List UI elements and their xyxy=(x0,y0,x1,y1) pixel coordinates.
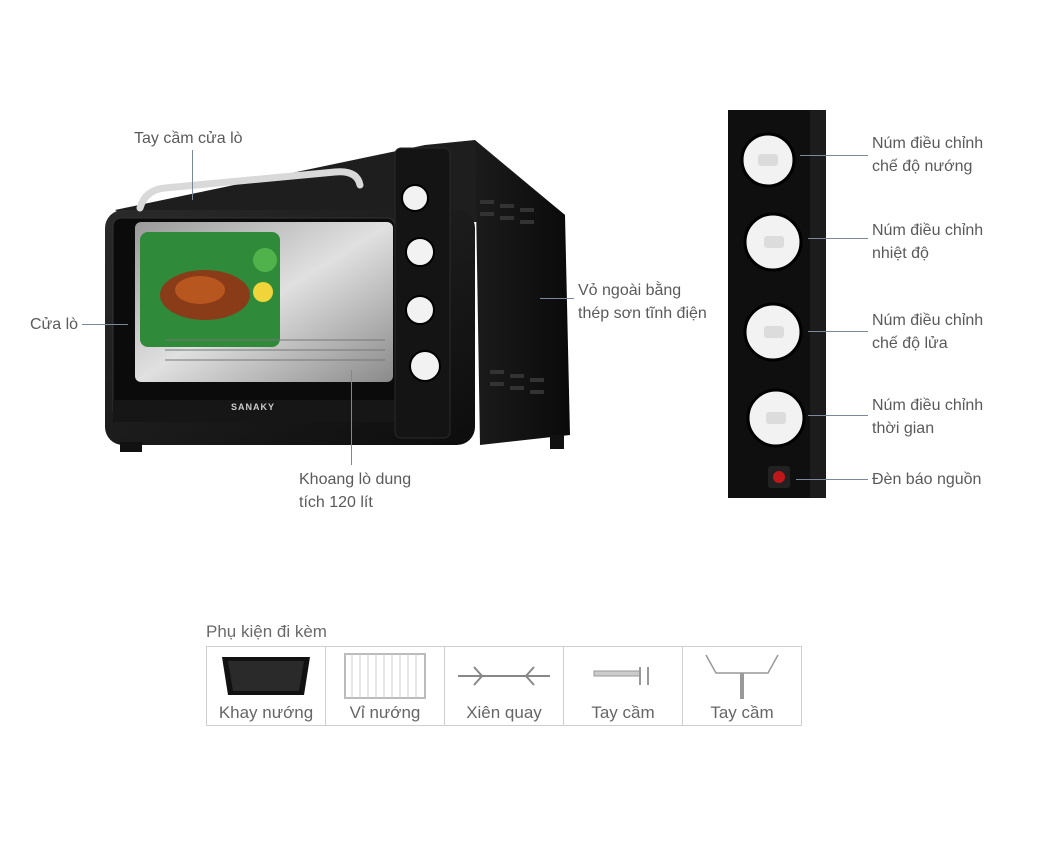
leader-line-knob-heat xyxy=(808,331,868,332)
baking-tray-icon xyxy=(222,657,310,695)
leader-line-door xyxy=(82,324,128,325)
label-door-handle: Tay cầm cửa lò xyxy=(134,130,243,147)
label-knob-heat-line1: Núm điều chỉnh xyxy=(872,312,984,329)
leader-line-cavity xyxy=(351,370,352,465)
wire-rack-icon xyxy=(344,653,426,699)
label-knob-heat-line2: chế độ lửa xyxy=(872,335,948,352)
label-knob-bake-line2: chế độ nướng xyxy=(872,158,973,175)
label-cavity-line2: tích 120 lít xyxy=(299,494,373,511)
accessory-handle-2: Tay cầm xyxy=(683,647,801,725)
label-knob-timer-line2: thời gian xyxy=(872,420,935,437)
label-knob-timer-line1: Núm điều chỉnh xyxy=(872,397,984,414)
oven-brand-logo: SANAKY xyxy=(231,402,276,412)
leader-line-knob-bake xyxy=(800,155,868,156)
label-door: Cửa lò xyxy=(30,316,79,333)
power-indicator-light xyxy=(773,471,785,483)
accessories-table: Khay nướng Vỉ nướng Xiê xyxy=(206,646,802,726)
label-knob-temp-line1: Núm điều chỉnh xyxy=(872,222,984,239)
leader-line-shell xyxy=(540,298,574,299)
accessory-handle-1: Tay cầm xyxy=(564,647,683,725)
label-power-light: Đèn báo nguồn xyxy=(872,471,982,488)
accessory-baking-tray: Khay nướng xyxy=(207,647,326,725)
leader-line-power-light xyxy=(796,479,868,480)
leader-line-knob-temp xyxy=(808,238,868,239)
label-knob-bake-line1: Núm điều chỉnh xyxy=(872,135,984,152)
oven-image: SANAKY xyxy=(95,130,575,465)
label-outer-shell-line1: Vỏ ngoài bằng xyxy=(578,282,682,299)
leader-line-handle xyxy=(192,150,193,200)
accessory-wire-rack: Vỉ nướng xyxy=(326,647,445,725)
control-panel-closeup xyxy=(728,110,826,503)
handle-tool-icon xyxy=(593,667,649,685)
accessories-title: Phụ kiện đi kèm xyxy=(206,622,327,641)
accessory-label: Vỉ nướng xyxy=(349,703,421,722)
label-outer-shell-line2: thép sơn tĩnh điện xyxy=(578,305,707,322)
accessory-label: Khay nướng xyxy=(218,703,314,722)
rack-lifter-icon xyxy=(705,654,779,699)
accessory-label: Tay cầm xyxy=(710,703,774,722)
accessory-label: Tay cầm xyxy=(591,703,655,722)
accessory-label: Xiên quay xyxy=(466,703,542,722)
label-cavity-line1: Khoang lò dung xyxy=(299,471,412,488)
label-knob-temp-line2: nhiệt độ xyxy=(872,245,929,262)
rotisserie-spit-icon xyxy=(458,666,550,686)
leader-line-knob-timer xyxy=(808,415,868,416)
accessory-rotisserie-spit: Xiên quay xyxy=(445,647,564,725)
